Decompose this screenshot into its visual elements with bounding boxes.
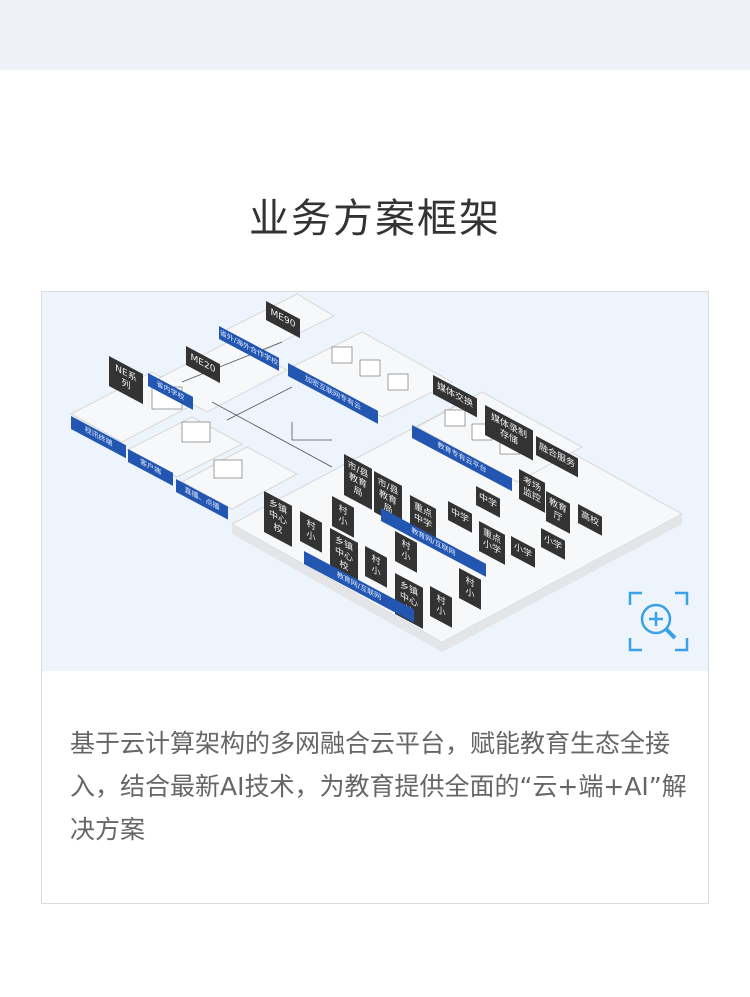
solution-card: NE系列 ME20 ME90 媒体交换 媒体录制存储 融合服务 市/县 教育局 … <box>41 291 709 904</box>
architecture-diagram[interactable]: NE系列 ME20 ME90 媒体交换 媒体录制存储 融合服务 市/县 教育局 … <box>42 292 708 671</box>
top-band <box>0 0 750 70</box>
solution-description: 基于云计算架构的多网融合云平台，赋能教育生态全接入，结合最新AI技术，为教育提供… <box>70 729 687 844</box>
page-title: 业务方案框架 <box>249 196 501 242</box>
zoom-in-icon[interactable] <box>628 591 689 652</box>
